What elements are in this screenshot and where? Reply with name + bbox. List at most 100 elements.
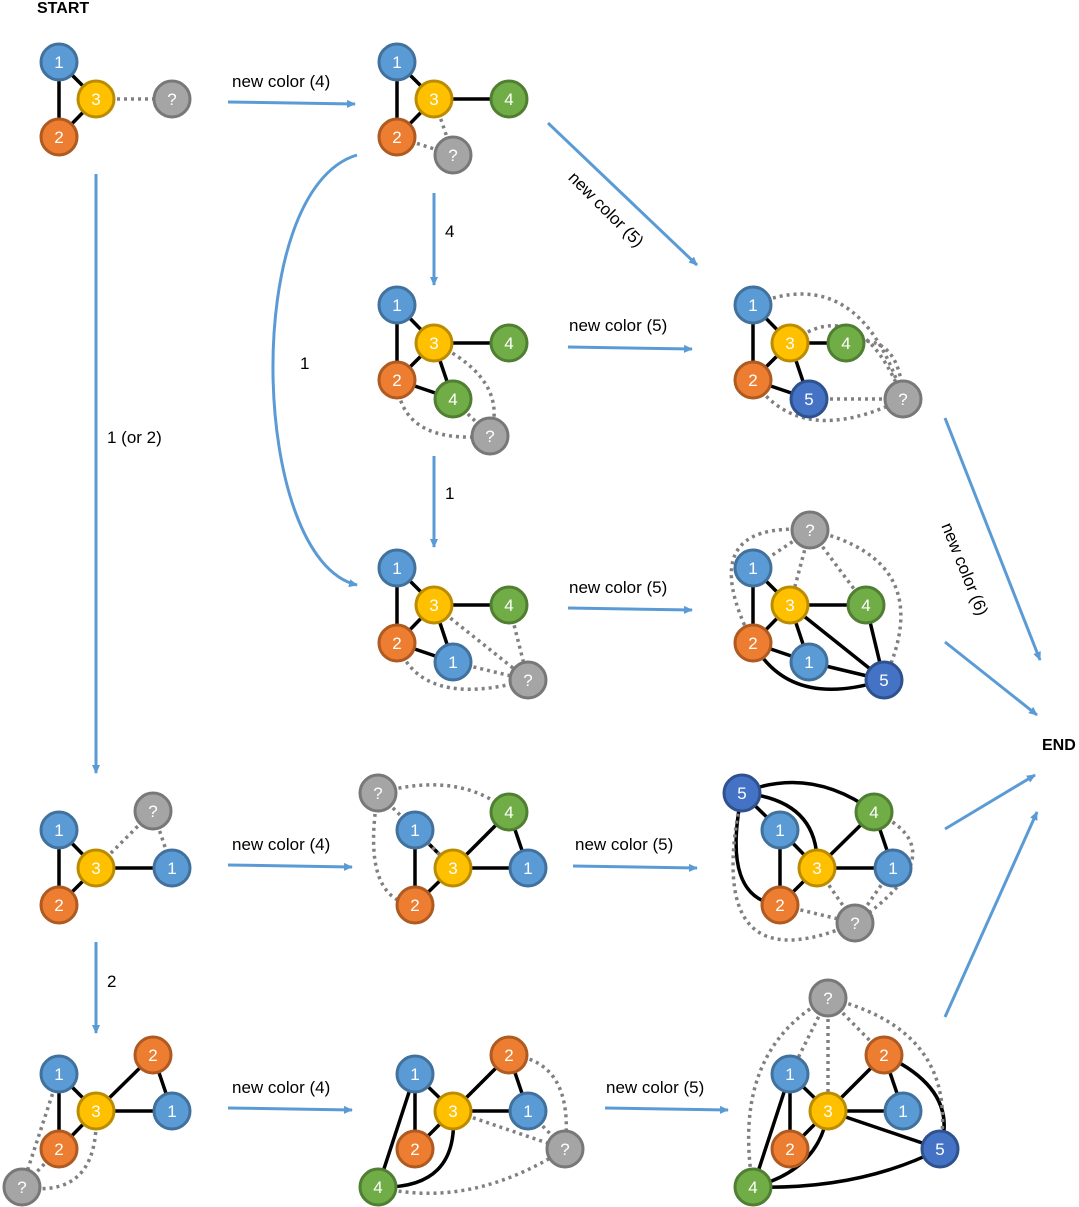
node-color-2: 2 bbox=[39, 1129, 79, 1169]
node-color-1: 1 bbox=[760, 810, 800, 850]
node-color-3: 3 bbox=[770, 323, 810, 363]
node-circle bbox=[76, 1091, 116, 1131]
unknown-node: ? bbox=[470, 416, 510, 456]
node-circle bbox=[470, 416, 510, 456]
node-color-3: 3 bbox=[797, 848, 837, 888]
node-label: 1 bbox=[898, 1102, 907, 1121]
node-circle bbox=[873, 848, 913, 888]
arrow-label: new color (5) bbox=[569, 316, 668, 335]
node-circle bbox=[489, 792, 529, 832]
graph-7: 132?1 bbox=[39, 791, 192, 925]
node-circle bbox=[377, 42, 417, 82]
node-label: 1 bbox=[748, 559, 757, 578]
edge-dotted bbox=[845, 339, 905, 400]
unknown-node: ? bbox=[790, 510, 830, 550]
node-color-1: 1 bbox=[152, 848, 192, 888]
node-circle bbox=[770, 1054, 810, 1094]
node-label: 4 bbox=[869, 803, 878, 822]
node-label: 2 bbox=[775, 896, 784, 915]
node-label: 4 bbox=[504, 803, 513, 822]
node-label: 1 bbox=[410, 1065, 419, 1084]
node-label: 2 bbox=[392, 634, 401, 653]
arrow-label: 2 bbox=[107, 972, 117, 991]
node-circle bbox=[377, 360, 417, 400]
node-label: 1 bbox=[410, 821, 419, 840]
node-color-5: 5 bbox=[864, 660, 904, 700]
node-color-1: 1 bbox=[39, 42, 79, 82]
node-label: 1 bbox=[54, 53, 63, 72]
node-color-4: 4 bbox=[489, 323, 529, 363]
node-label: 4 bbox=[373, 1178, 382, 1197]
node-color-2: 2 bbox=[760, 885, 800, 925]
node-circle bbox=[152, 1091, 192, 1131]
node-circle bbox=[508, 660, 548, 700]
node-color-3: 3 bbox=[414, 79, 454, 119]
node-circle bbox=[377, 623, 417, 663]
node-label: 1 bbox=[392, 296, 401, 315]
node-circle bbox=[883, 1091, 923, 1131]
node-color-1: 1 bbox=[770, 1054, 810, 1094]
node-label: 3 bbox=[448, 859, 457, 878]
node-circle bbox=[489, 1035, 529, 1075]
node-color-2: 2 bbox=[39, 117, 79, 157]
node-label: 1 bbox=[523, 859, 532, 878]
graph-8: ? 4 1 3 1 2 bbox=[358, 773, 548, 925]
node-label: ? bbox=[823, 989, 832, 1008]
node-label: 4 bbox=[504, 596, 513, 615]
node-label: ? bbox=[17, 1178, 26, 1197]
node-label: ? bbox=[448, 146, 457, 165]
arrow-label: 1 bbox=[445, 484, 455, 503]
node-label: 5 bbox=[935, 1140, 944, 1159]
node-circle bbox=[760, 810, 800, 850]
unknown-node: ? bbox=[358, 773, 398, 813]
node-circle bbox=[733, 1167, 773, 1207]
node-color-2: 2 bbox=[133, 1035, 173, 1075]
end-label: END bbox=[1042, 737, 1076, 754]
node-label: ? bbox=[850, 914, 859, 933]
node-circle bbox=[414, 323, 454, 363]
node-circle bbox=[433, 848, 473, 888]
node-circle bbox=[864, 1035, 904, 1075]
unknown-node: ? bbox=[2, 1167, 42, 1207]
node-color-3: 3 bbox=[76, 1091, 116, 1131]
node-color-4: 4 bbox=[846, 585, 886, 625]
unknown-node: ? bbox=[808, 978, 848, 1018]
node-label: 3 bbox=[429, 596, 438, 615]
edge-solid bbox=[827, 1109, 941, 1151]
node-label: 4 bbox=[504, 334, 513, 353]
node-circle bbox=[508, 848, 548, 888]
node-circle bbox=[770, 585, 810, 625]
node-label: 1 bbox=[804, 653, 813, 672]
unknown-node: ? bbox=[152, 79, 192, 119]
node-color-4: 4 bbox=[854, 792, 894, 832]
node-color-3: 3 bbox=[433, 1091, 473, 1131]
node-label: 1 bbox=[392, 559, 401, 578]
edge-dotted bbox=[432, 603, 530, 682]
node-label: ? bbox=[373, 784, 382, 803]
edge-solid bbox=[752, 1147, 941, 1189]
node-color-2: 2 bbox=[770, 1129, 810, 1169]
node-color-2: 2 bbox=[864, 1035, 904, 1075]
node-color-1: 1 bbox=[789, 642, 829, 682]
transition-arrow bbox=[546, 121, 699, 267]
edge-solid bbox=[376, 1073, 417, 1188]
node-color-2: 2 bbox=[395, 885, 435, 925]
node-label: 5 bbox=[879, 671, 888, 690]
node-circle bbox=[39, 42, 79, 82]
node-label: 4 bbox=[841, 334, 850, 353]
transition-arrow bbox=[227, 862, 353, 871]
node-circle bbox=[133, 1035, 173, 1075]
transition-arrow bbox=[943, 417, 1042, 661]
unknown-node: ? bbox=[508, 660, 548, 700]
node-circle bbox=[377, 285, 417, 325]
transition-arrow bbox=[944, 640, 1038, 717]
arrow-label: 1 bbox=[300, 354, 310, 373]
node-circle bbox=[883, 379, 923, 419]
node-circle bbox=[920, 1129, 960, 1169]
edge-dotted bbox=[751, 379, 904, 423]
node-circle bbox=[854, 792, 894, 832]
node-label: ? bbox=[898, 390, 907, 409]
